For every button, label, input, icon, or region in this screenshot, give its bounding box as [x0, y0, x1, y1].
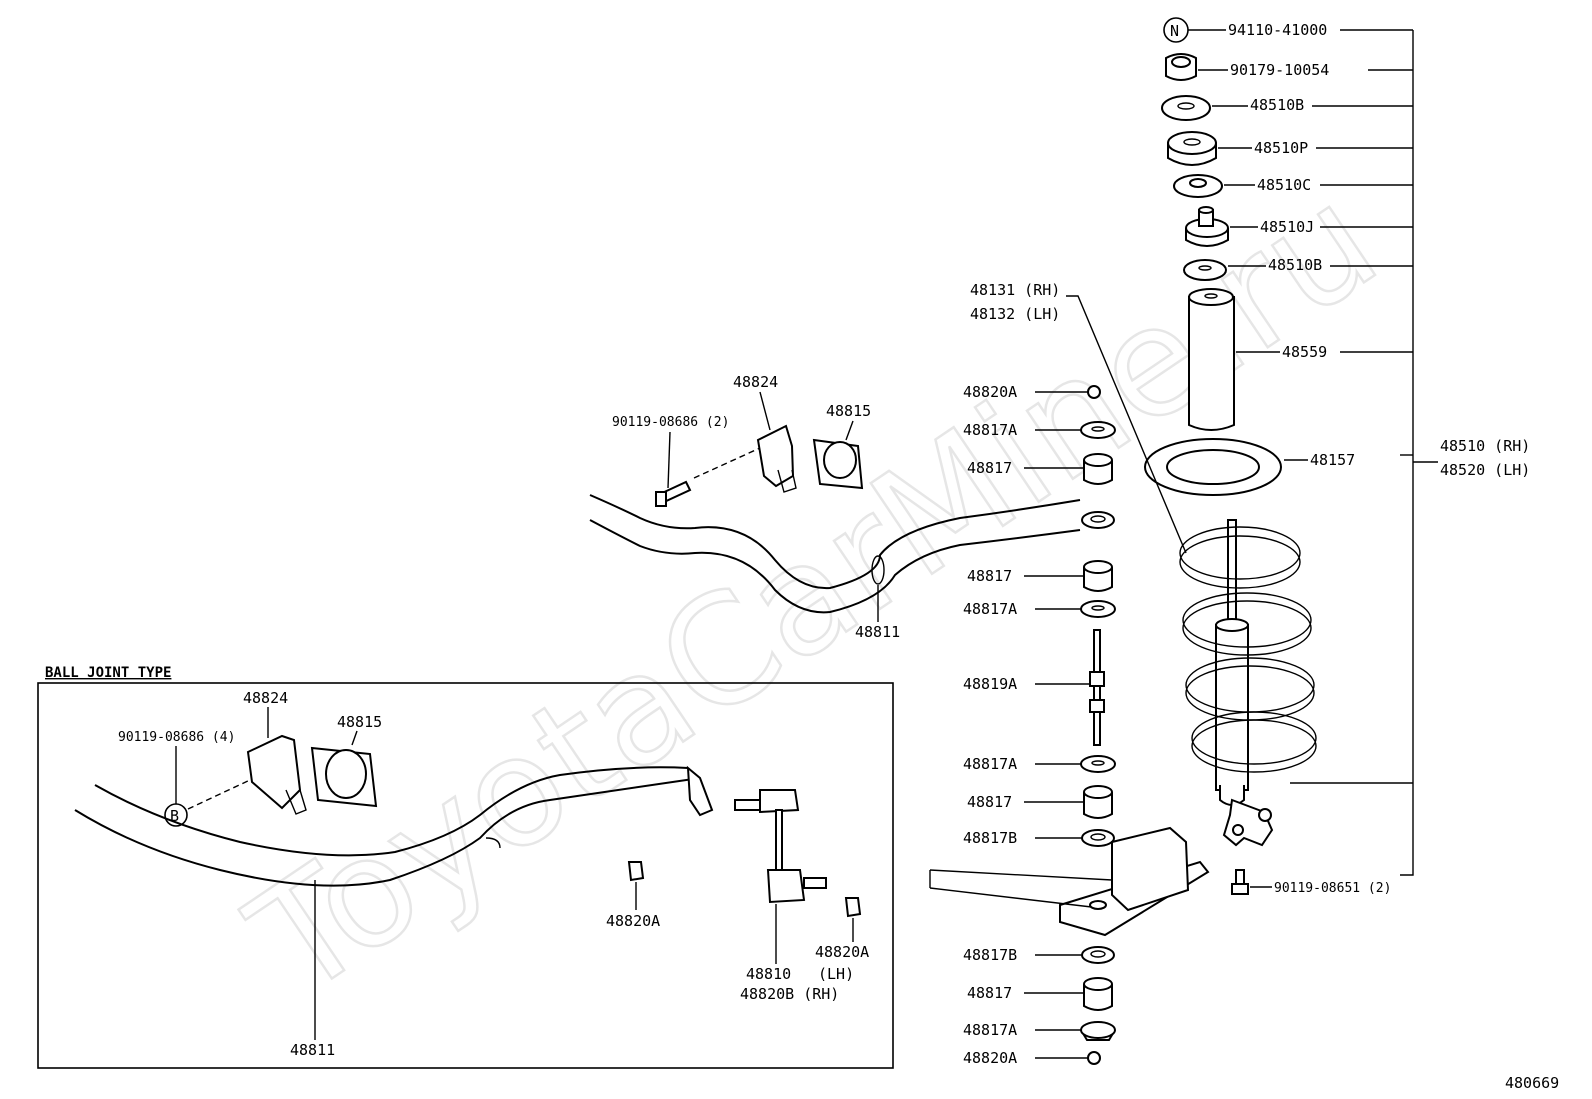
retainer-icon — [1080, 421, 1116, 439]
bolt-icon — [1231, 869, 1249, 895]
ball-joint-link-icon — [734, 789, 827, 904]
nut-icon — [1087, 1051, 1101, 1065]
label-48817-2[interactable]: 48817 — [967, 567, 1012, 585]
label-48510-rh[interactable]: 48510 (RH) — [1440, 437, 1530, 455]
bracket-icon — [756, 424, 797, 493]
retainer-icon — [1173, 174, 1223, 198]
label-48817-3[interactable]: 48817 — [967, 793, 1012, 811]
bolt-icon — [655, 480, 692, 507]
washer-icon — [1081, 946, 1115, 964]
washer-icon — [1183, 259, 1227, 281]
label-48810[interactable]: 48810 — [746, 965, 791, 983]
bushing-icon — [1083, 560, 1113, 592]
bushing-icon — [1083, 977, 1113, 1011]
label-90119-08651[interactable]: 90119-08651 (2) — [1274, 881, 1391, 896]
n-mark-symbol: N — [1170, 22, 1179, 40]
label-48815-lower[interactable]: 48815 — [337, 713, 382, 731]
label-48817b-1[interactable]: 48817B — [963, 829, 1017, 847]
label-48817a-2[interactable]: 48817A — [963, 600, 1017, 618]
shock-absorber-icon — [1215, 519, 1274, 847]
stabilizer-bar-upper — [589, 494, 1081, 590]
label-48510j[interactable]: 48510J — [1260, 218, 1314, 236]
b-mark-symbol: B — [170, 807, 179, 825]
label-48510b-top[interactable]: 48510B — [1250, 96, 1304, 114]
washer-icon — [1081, 829, 1115, 847]
bushing-icon — [1083, 785, 1113, 819]
stabilizer-bar-lower — [74, 777, 701, 887]
label-48815-upper[interactable]: 48815 — [826, 402, 871, 420]
washer-icon — [1161, 95, 1211, 121]
label-48820b-rh[interactable]: 48820B (RH) — [740, 985, 839, 1003]
label-94110-41000[interactable]: 94110-41000 — [1228, 21, 1327, 39]
strut-assembly-group: N 94110-41000 90179-10054 48510B 48510P — [970, 17, 1530, 896]
label-48817a-4[interactable]: 48817A — [963, 1021, 1017, 1039]
retainer-icon — [1080, 600, 1116, 618]
label-48820a-lower-2[interactable]: 48820A — [815, 943, 869, 961]
label-48819a[interactable]: 48819A — [963, 675, 1017, 693]
inset-frame — [37, 682, 894, 1069]
boot-icon — [1188, 288, 1235, 431]
bushing-icon — [1185, 206, 1229, 247]
stabilizer-bar-end-icon — [1081, 511, 1115, 529]
label-48132-lh[interactable]: 48132 (LH) — [970, 305, 1060, 323]
label-48817a-1[interactable]: 48817A — [963, 421, 1017, 439]
bushing-icon — [1083, 453, 1113, 485]
label-48817-4[interactable]: 48817 — [967, 984, 1012, 1002]
lower-arm-bracket-icon — [929, 826, 1210, 937]
label-90119-08686-upper[interactable]: 90119-08686 (2) — [612, 415, 729, 430]
bushing-icon — [812, 438, 864, 490]
label-48559[interactable]: 48559 — [1282, 343, 1327, 361]
label-48810-lh[interactable]: (LH) — [818, 965, 854, 983]
label-48811-upper[interactable]: 48811 — [855, 623, 900, 641]
label-48510c[interactable]: 48510C — [1257, 176, 1311, 194]
label-48510b-lower[interactable]: 48510B — [1268, 256, 1322, 274]
label-48817b-2[interactable]: 48817B — [963, 946, 1017, 964]
bracket-icon — [246, 734, 307, 815]
label-48817-1[interactable]: 48817 — [967, 459, 1012, 477]
nut-icon — [1087, 385, 1101, 399]
cushion-icon — [1167, 131, 1217, 166]
bushing-icon — [310, 746, 378, 808]
label-48820a-lower-1[interactable]: 48820A — [606, 912, 660, 930]
label-48820a-top[interactable]: 48820A — [963, 383, 1017, 401]
label-48510p[interactable]: 48510P — [1254, 139, 1308, 157]
diagram-id: 480669 — [1505, 1074, 1559, 1092]
label-48811-lower[interactable]: 48811 — [290, 1041, 335, 1059]
label-48824-upper[interactable]: 48824 — [733, 373, 778, 391]
nut-icon — [844, 897, 862, 918]
upper-stabilizer-group: 48824 48815 90119-08686 (2) 48811 — [589, 373, 1081, 641]
label-90119-08686-lower[interactable]: 90119-08686 (4) — [118, 730, 235, 745]
label-48817a-3[interactable]: 48817A — [963, 755, 1017, 773]
ball-joint-inset: BALL JOINT TYPE 48824 48815 90119-08686 … — [37, 665, 894, 1069]
spring-seat-icon — [1144, 438, 1282, 496]
inset-title: BALL JOINT TYPE — [45, 665, 171, 681]
nut-icon — [627, 861, 645, 882]
coil-spring-icon — [1179, 526, 1317, 773]
label-48824-lower[interactable]: 48824 — [243, 689, 288, 707]
label-90179-10054[interactable]: 90179-10054 — [1230, 61, 1329, 79]
link-rod-icon — [1089, 629, 1105, 746]
label-48520-lh[interactable]: 48520 (LH) — [1440, 461, 1530, 479]
label-48131-rh[interactable]: 48131 (RH) — [970, 281, 1060, 299]
label-48820a-bottom[interactable]: 48820A — [963, 1049, 1017, 1067]
label-48157[interactable]: 48157 — [1310, 451, 1355, 469]
stabilizer-link-stack: 48820A 48817A 48817 48817 48817A — [929, 383, 1210, 1067]
retainer-icon — [1080, 1021, 1116, 1041]
nut-icon — [1165, 53, 1197, 81]
retainer-icon — [1080, 755, 1116, 773]
